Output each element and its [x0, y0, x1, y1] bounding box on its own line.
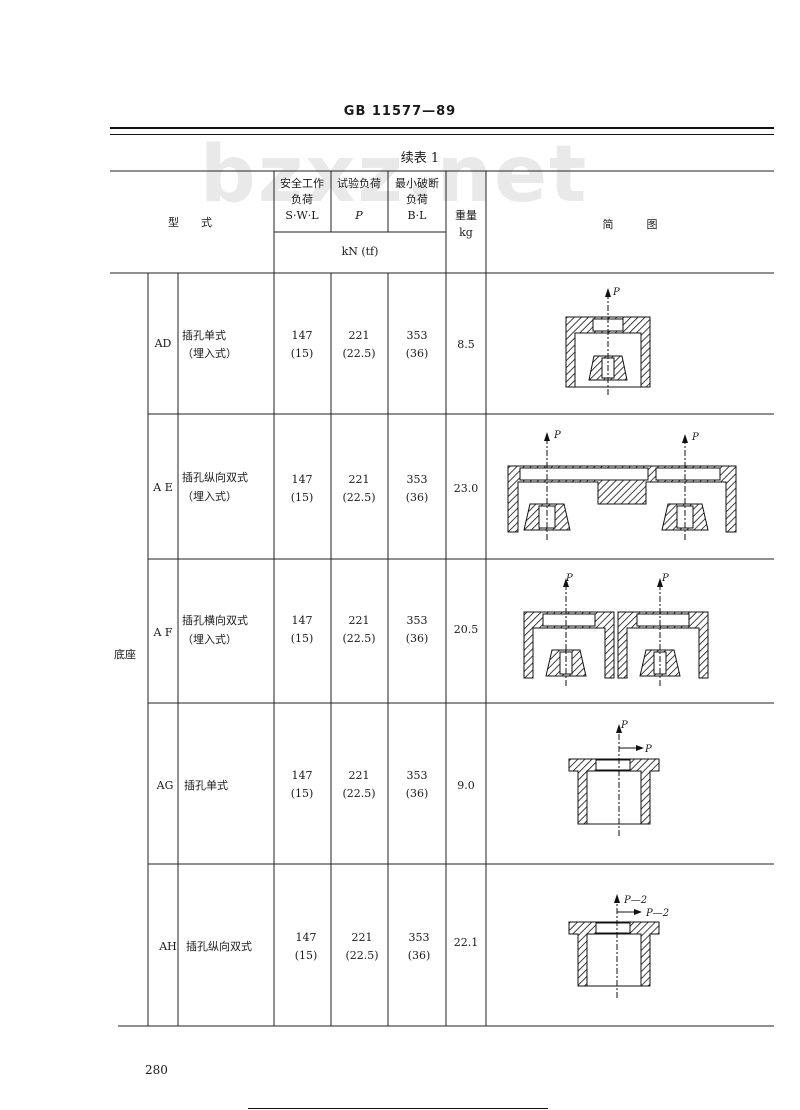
row-break-tf: (36)	[406, 347, 429, 360]
header-break-2: 负荷	[406, 192, 428, 206]
diagram-ad: P	[565, 287, 651, 395]
row-break: 353	[409, 931, 430, 944]
row-code: AH	[158, 940, 177, 953]
diagram-af: P P	[523, 573, 709, 686]
row-swl-tf: (15)	[291, 491, 314, 504]
load-label-p: P	[691, 432, 699, 443]
row-sub: （埋入式）	[182, 490, 237, 503]
row-test-tf: (22.5)	[342, 347, 375, 360]
diagram-ah: P—2 P—2	[568, 894, 669, 998]
row-code: A E	[152, 481, 172, 494]
row-test-tf: (22.5)	[342, 632, 375, 645]
row-break: 353	[407, 473, 428, 486]
row-break-tf: (36)	[408, 949, 431, 962]
header-test-1: 试验负荷	[337, 176, 381, 190]
row-test-tf: (22.5)	[345, 949, 378, 962]
row-swl: 147	[292, 473, 313, 486]
load-label-p: P	[644, 744, 652, 755]
load-label-p: P	[565, 573, 573, 584]
header-swl-1: 安全工作	[280, 176, 324, 190]
row-name: 插孔横向双式	[182, 613, 248, 627]
row-swl: 147	[296, 931, 317, 944]
row-swl: 147	[292, 769, 313, 782]
row-swl-tf: (15)	[291, 632, 314, 645]
row-break: 353	[407, 769, 428, 782]
row-code: A F	[152, 626, 172, 639]
load-label-p2: P—2	[645, 908, 669, 919]
load-label-p2: P—2	[623, 895, 647, 906]
header-swl-2: 负荷	[291, 192, 313, 206]
diagram-ag: P P	[568, 720, 660, 836]
table-row: AH 插孔纵向双式 147 (15) 221 (22.5) 353 (36) 2…	[158, 931, 478, 962]
header-diagram: 简 图	[603, 217, 658, 231]
row-weight: 22.1	[454, 936, 479, 949]
row-name: 插孔单式	[184, 778, 228, 792]
row-swl: 147	[292, 329, 313, 342]
load-label-p: P	[661, 573, 669, 584]
header-weight-1: 重量	[455, 208, 477, 222]
row-name: 插孔纵向双式	[182, 470, 248, 484]
row-break-tf: (36)	[406, 787, 429, 800]
load-label-p: P	[620, 720, 628, 731]
header-test-2: P	[354, 209, 363, 222]
row-swl-tf: (15)	[295, 949, 318, 962]
row-test-tf: (22.5)	[342, 491, 375, 504]
group-label: 底座	[114, 647, 136, 661]
row-test: 221	[349, 329, 370, 342]
table-caption: 续表 1	[400, 151, 440, 166]
row-swl-tf: (15)	[291, 787, 314, 800]
row-swl: 147	[292, 614, 313, 627]
table-row: AG 插孔单式 147 (15) 221 (22.5) 353 (36) 9.0	[156, 769, 475, 800]
bottom-rule	[248, 1108, 548, 1109]
header-break-1: 最小破断	[395, 176, 439, 190]
row-break: 353	[407, 614, 428, 627]
watermark: bzxz.net	[200, 130, 589, 220]
row-test: 221	[349, 614, 370, 627]
header-unit: kN (tf)	[342, 245, 379, 258]
diagram-ae: P P	[507, 430, 737, 540]
row-test: 221	[352, 931, 373, 944]
row-code: AG	[156, 779, 174, 792]
header-swl-3: S·W·L	[285, 209, 319, 222]
row-code: AD	[154, 337, 172, 350]
table-row: AD 插孔单式 （埋入式） 147 (15) 221 (22.5) 353 (3…	[154, 328, 475, 360]
table-row: A E 插孔纵向双式 （埋入式） 147 (15) 221 (22.5) 353…	[152, 470, 478, 504]
row-break: 353	[407, 329, 428, 342]
row-name: 插孔纵向双式	[186, 939, 252, 953]
load-label-p: P	[553, 430, 561, 441]
row-weight: 23.0	[454, 482, 479, 495]
header-type: 型 式	[168, 215, 212, 229]
top-rule	[110, 127, 774, 129]
row-sub: （埋入式）	[182, 347, 237, 360]
top-rule-thin	[110, 134, 774, 135]
row-break-tf: (36)	[406, 491, 429, 504]
row-break-tf: (36)	[406, 632, 429, 645]
table-row: A F 插孔横向双式 （埋入式） 147 (15) 221 (22.5) 353…	[152, 613, 478, 646]
row-name: 插孔单式	[182, 328, 226, 342]
row-weight: 9.0	[457, 779, 475, 792]
row-test: 221	[349, 769, 370, 782]
header-weight-2: kg	[459, 226, 473, 239]
row-test: 221	[349, 473, 370, 486]
row-sub: （埋入式）	[182, 633, 237, 646]
row-weight: 8.5	[457, 338, 475, 351]
row-test-tf: (22.5)	[342, 787, 375, 800]
page-number: 280	[145, 1063, 168, 1077]
header-break-3: B·L	[408, 209, 428, 222]
load-label-p: P	[612, 287, 620, 298]
row-weight: 20.5	[454, 623, 479, 636]
row-swl-tf: (15)	[291, 347, 314, 360]
table-grid	[110, 170, 774, 1027]
standard-number: GB 11577—89	[343, 104, 457, 119]
